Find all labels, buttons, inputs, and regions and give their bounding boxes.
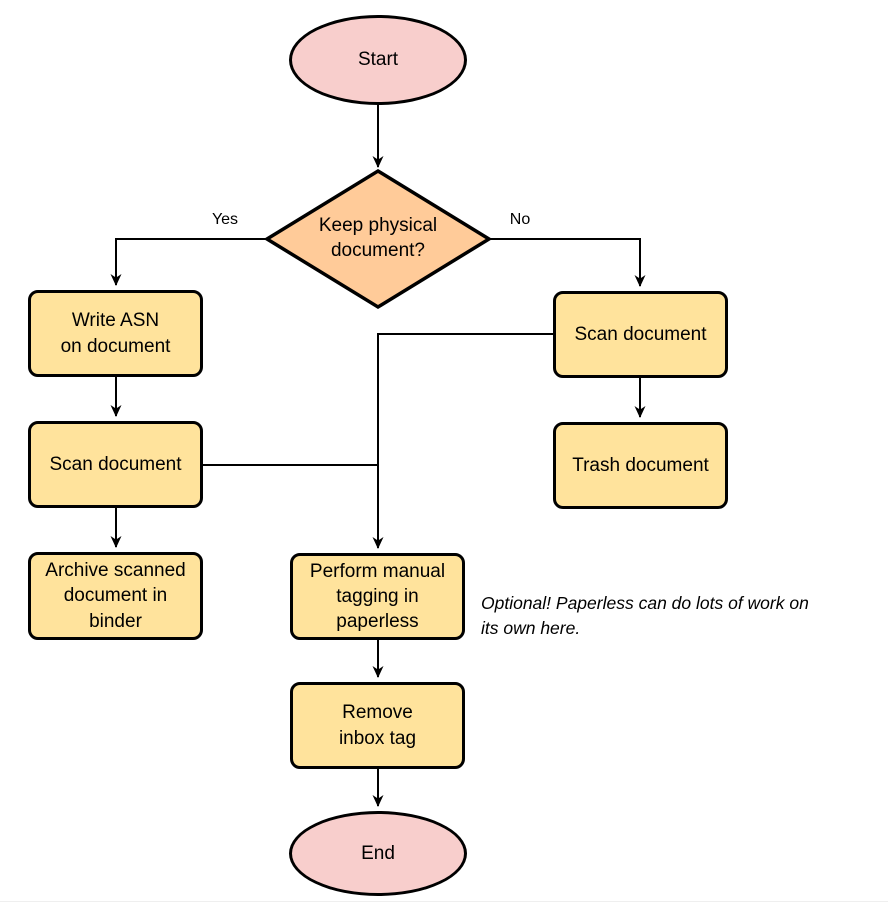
node-archive-label: Archive scanned document in binder <box>45 560 186 632</box>
node-trash-document: Trash document <box>553 422 728 509</box>
node-remove-inbox-tag-label: Remove inbox tag <box>338 702 417 749</box>
node-manual-tagging-label: Perform manual tagging in paperless <box>309 560 446 633</box>
decision-diamond <box>263 168 493 310</box>
node-end: End <box>289 811 467 896</box>
node-write-asn: Write ASN on document <box>28 290 203 377</box>
node-start-label: Start <box>357 49 399 71</box>
node-write-asn-label: Write ASN on document <box>60 310 171 357</box>
edge-scan-right-to-tagging <box>372 333 553 549</box>
node-decision-label: Keep physical document? <box>318 215 438 262</box>
node-archive: Archive scanned document in binder <box>28 552 203 640</box>
node-scan-document-right-label: Scan document <box>574 323 707 345</box>
edge-label-yes: Yes <box>211 211 239 228</box>
edge-decision-yes-to-write-asn <box>110 238 267 286</box>
annotation-text: Optional! Paperless can do lots of work … <box>481 593 809 638</box>
node-manual-tagging: Perform manual tagging in paperless <box>290 553 465 640</box>
node-end-label: End <box>361 842 395 864</box>
edge-label-no: No <box>509 211 531 228</box>
node-scan-document-right: Scan document <box>553 291 728 378</box>
page-bottom-divider <box>0 901 888 902</box>
node-trash-document-label: Trash document <box>572 454 709 476</box>
node-scan-document-left: Scan document <box>28 421 203 508</box>
node-remove-inbox-tag: Remove inbox tag <box>290 682 465 769</box>
node-scan-document-left-label: Scan document <box>49 453 182 475</box>
node-start: Start <box>289 15 467 105</box>
edge-decision-no-to-scan-right <box>489 238 646 287</box>
